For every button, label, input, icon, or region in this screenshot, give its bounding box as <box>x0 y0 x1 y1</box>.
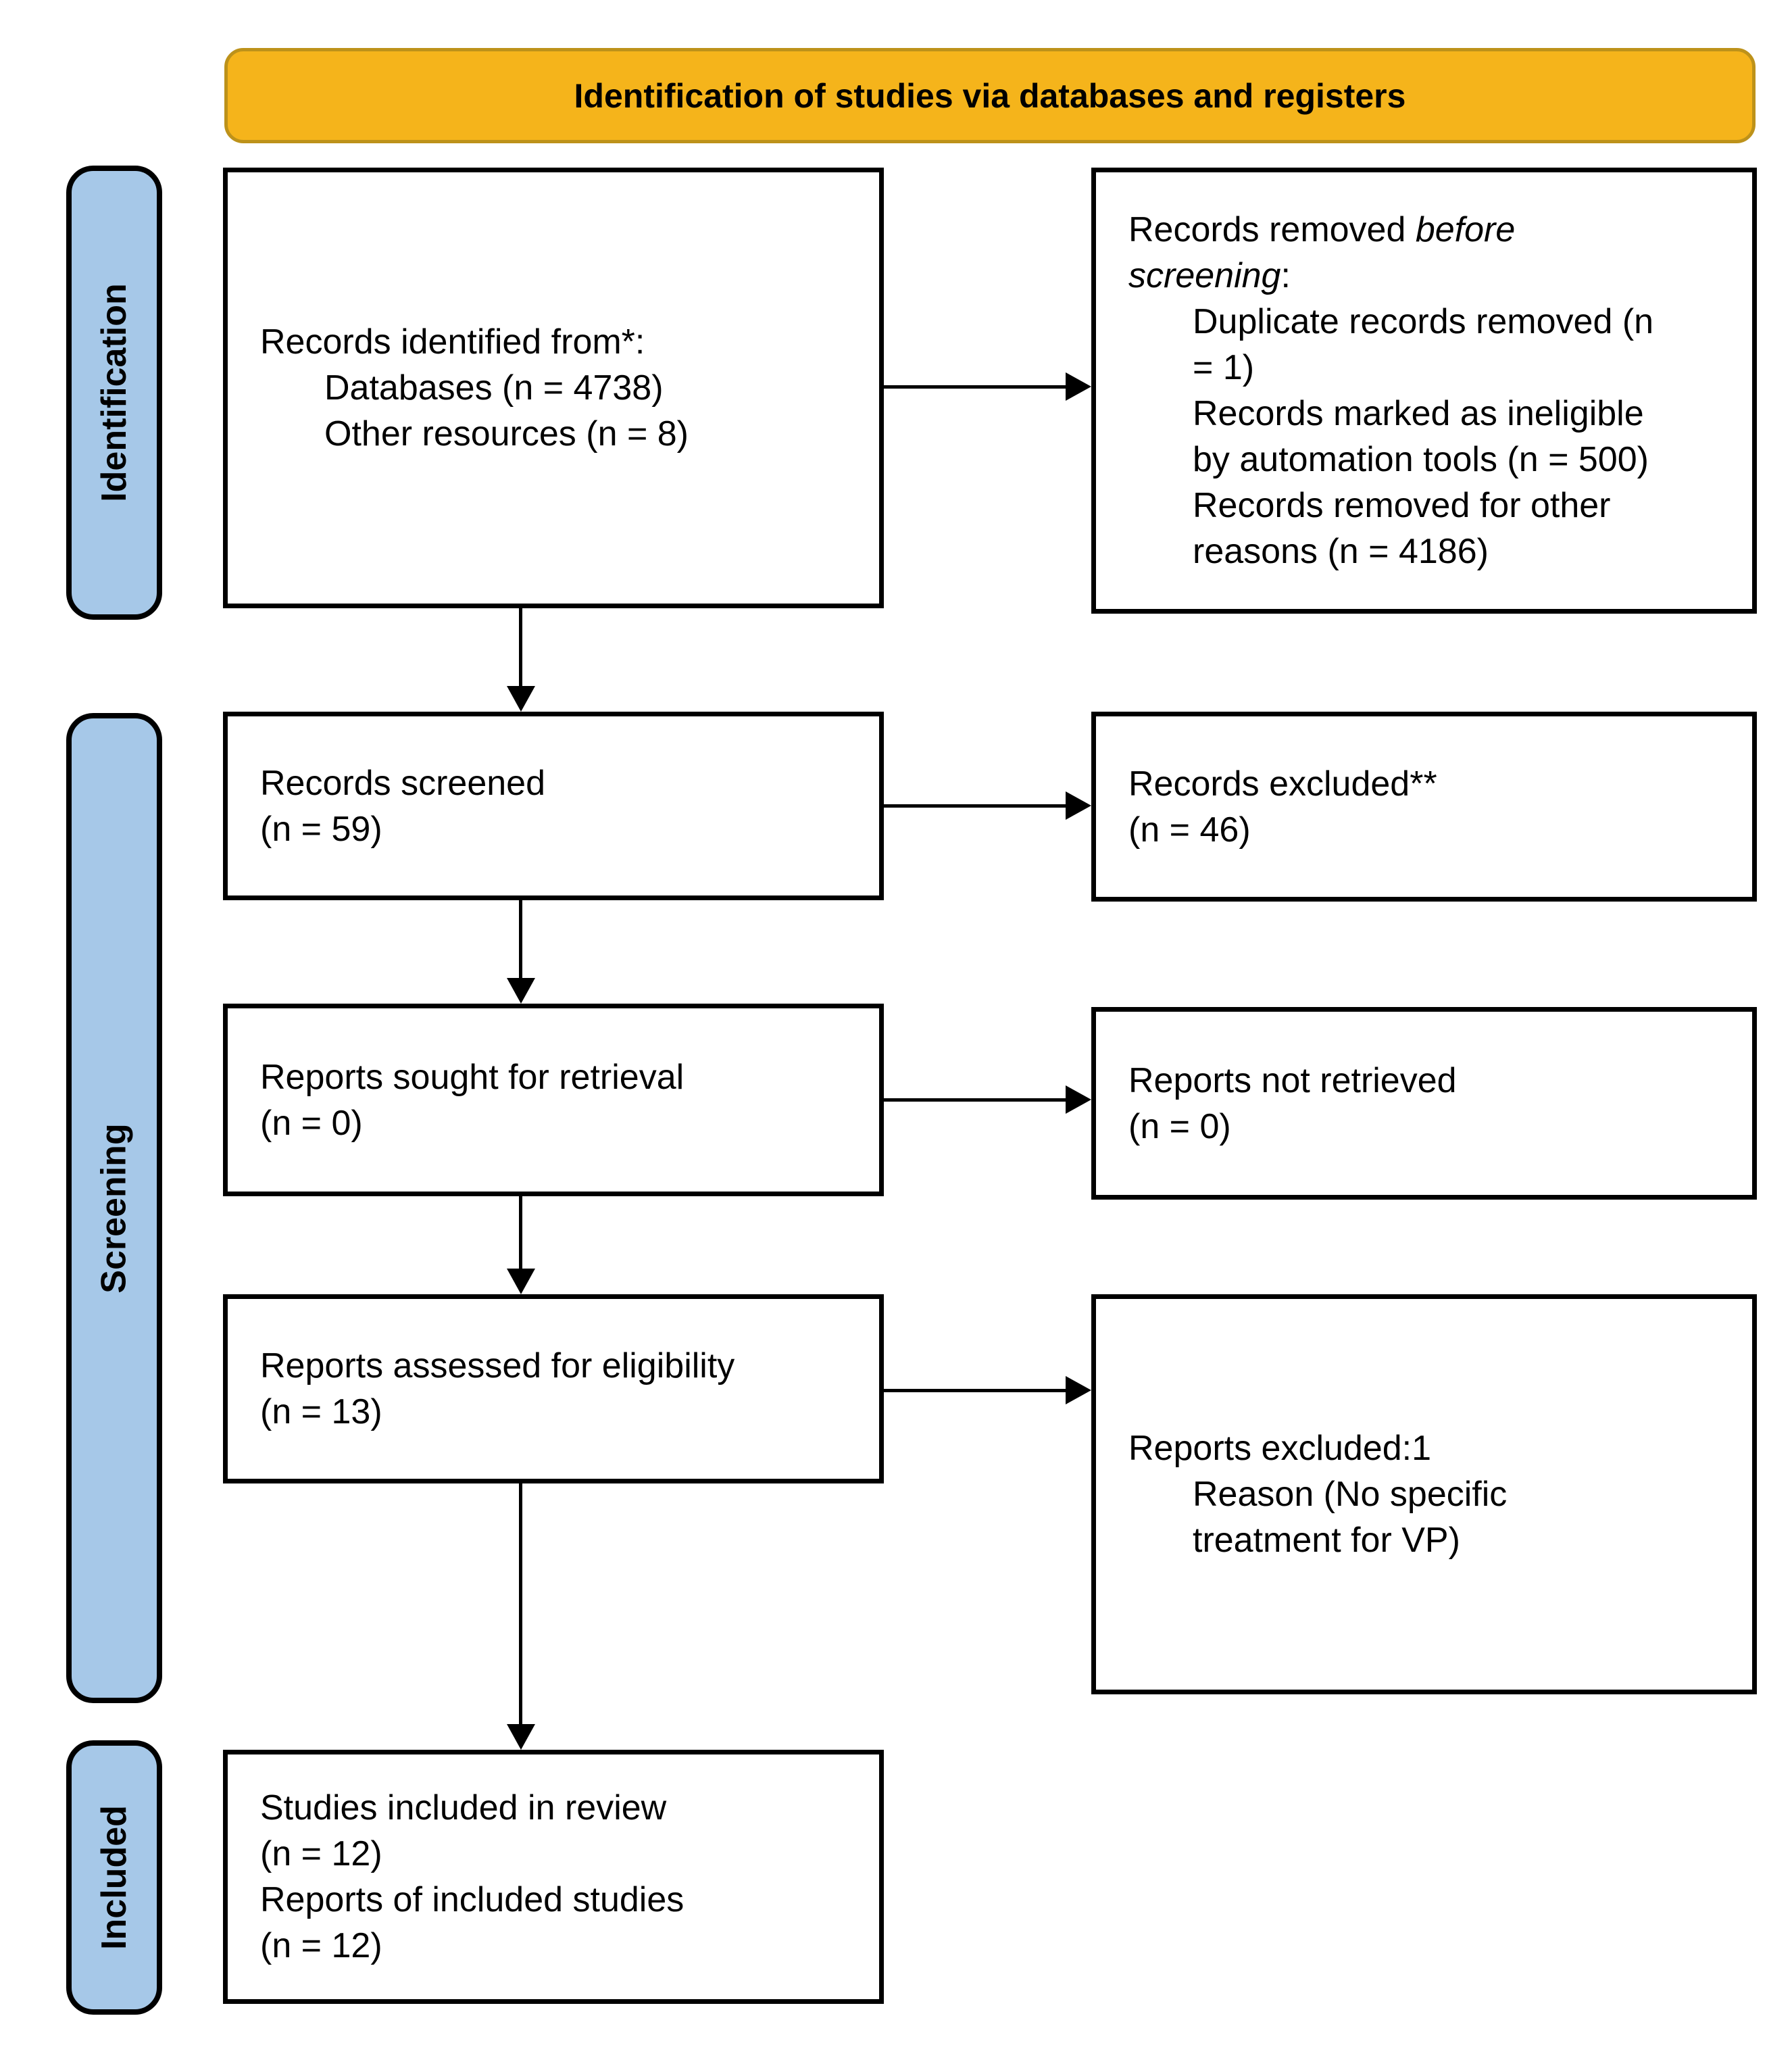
box-line: Records removed before <box>1128 210 1516 249</box>
stage-included-label: Included <box>95 1805 134 1950</box>
arrow-line <box>884 1098 1066 1102</box>
box-line: Reports not retrieved <box>1128 1060 1457 1100</box>
box-line: (n = 0) <box>260 1103 363 1143</box>
box-line: Records excluded** <box>1128 764 1437 804</box>
arrow-line <box>519 900 522 978</box>
box-line: by automation tools (n = 500) <box>1193 440 1649 479</box>
box-line: (n = 12) <box>260 1834 382 1873</box>
box-studies-included: Studies included in review (n = 12) Repo… <box>223 1750 884 2004</box>
arrow-line <box>519 608 522 686</box>
arrowhead-down-icon <box>507 1724 535 1750</box>
box-line: Records marked as ineligible <box>1193 394 1644 433</box>
banner-identification-via-databases: Identification of studies via databases … <box>224 48 1756 143</box>
box-line: = 1) <box>1193 348 1255 387</box>
box-line: reasons (n = 4186) <box>1193 532 1489 571</box>
arrow-line <box>519 1196 522 1269</box>
arrowhead-down-icon <box>507 686 535 712</box>
stage-included: Included <box>66 1740 162 2015</box>
arrow-line <box>884 804 1066 808</box>
box-records-excluded: Records excluded** (n = 46) <box>1091 712 1757 902</box>
box-line: Reason (No specific <box>1193 1475 1508 1514</box>
banner-label: Identification of studies via databases … <box>574 76 1406 115</box>
box-line: (n = 46) <box>1128 810 1251 850</box>
stage-screening: Screening <box>66 713 162 1703</box>
box-line: Duplicate records removed (n <box>1193 302 1654 341</box>
box-reports-sought: Reports sought for retrieval (n = 0) <box>223 1004 884 1196</box>
box-line: Records screened <box>260 763 545 803</box>
arrowhead-right-icon <box>1066 1085 1091 1114</box>
box-line: (n = 13) <box>260 1392 382 1431</box>
arrowhead-right-icon <box>1066 791 1091 820</box>
box-records-identified: Records identified from*: Databases (n =… <box>223 168 884 608</box>
arrowhead-right-icon <box>1066 1376 1091 1404</box>
box-line: Records removed for other <box>1193 486 1611 525</box>
box-line: Reports excluded:1 <box>1128 1429 1432 1468</box>
box-reports-assessed: Reports assessed for eligibility (n = 13… <box>223 1294 884 1483</box>
arrow-line <box>519 1483 522 1724</box>
box-line: Studies included in review <box>260 1788 667 1827</box>
box-records-removed-before-screening: Records removed before screening: Duplic… <box>1091 168 1757 614</box>
box-records-screened: Records screened (n = 59) <box>223 712 884 900</box>
box-line: Databases (n = 4738) <box>324 368 664 408</box>
stage-screening-label: Screening <box>95 1123 134 1294</box>
arrowhead-down-icon <box>507 1269 535 1294</box>
box-line: (n = 59) <box>260 809 382 849</box>
arrowhead-down-icon <box>507 978 535 1004</box>
box-line: screening: <box>1128 256 1291 295</box>
stage-identification-label: Identification <box>95 283 134 502</box>
box-line: Other resources (n = 8) <box>324 414 689 453</box>
box-line: Reports sought for retrieval <box>260 1057 685 1097</box>
box-line: Reports of included studies <box>260 1880 685 1919</box>
arrow-line <box>884 385 1066 389</box>
box-line: Records identified from*: <box>260 322 645 362</box>
box-reports-not-retrieved: Reports not retrieved (n = 0) <box>1091 1007 1757 1200</box>
box-line: Reports assessed for eligibility <box>260 1346 735 1385</box>
box-line: (n = 0) <box>1128 1106 1231 1146</box>
box-line: (n = 12) <box>260 1926 382 1965</box>
box-line: treatment for VP) <box>1193 1521 1460 1560</box>
arrow-line <box>884 1389 1066 1392</box>
stage-identification: Identification <box>66 166 162 620</box>
arrowhead-right-icon <box>1066 372 1091 401</box>
box-reports-excluded: Reports excluded:1 Reason (No specific t… <box>1091 1294 1757 1694</box>
